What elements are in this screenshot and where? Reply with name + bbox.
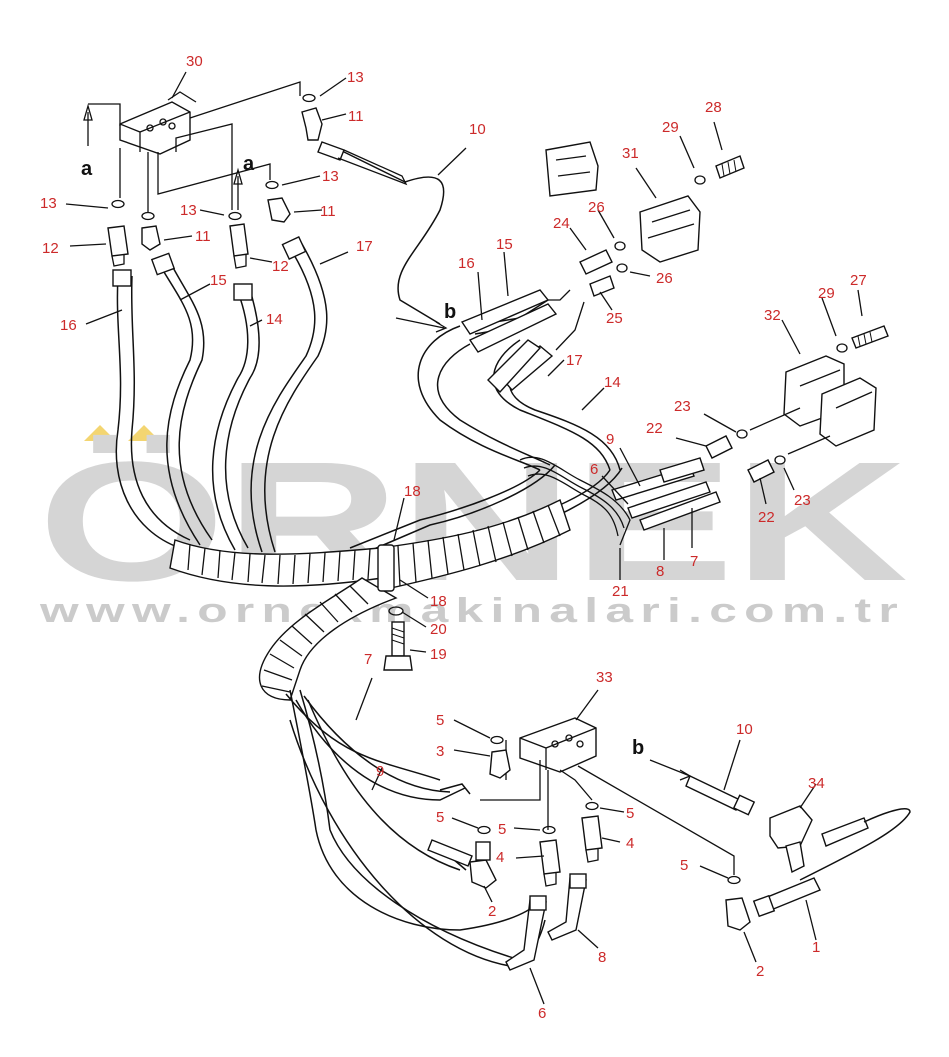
callout-14: 14 bbox=[604, 374, 621, 391]
left-hose-bundle bbox=[115, 243, 328, 553]
upper-right-hoses bbox=[460, 289, 558, 394]
callout-1: 1 bbox=[812, 939, 820, 956]
elbow-fittings bbox=[141, 107, 323, 251]
callout-18: 18 bbox=[430, 593, 447, 610]
spiral-wrap bbox=[169, 499, 571, 701]
callout-10: 10 bbox=[469, 121, 486, 138]
view-arrow-a bbox=[83, 103, 93, 146]
callout-33: 33 bbox=[596, 669, 613, 686]
callout-5: 5 bbox=[436, 712, 444, 729]
callout-16: 16 bbox=[458, 255, 475, 272]
view-letters: a a b b bbox=[81, 153, 644, 759]
callout-7: 7 bbox=[690, 553, 698, 570]
clamp-21 bbox=[519, 456, 631, 546]
callout-17: 17 bbox=[566, 352, 583, 369]
callout-22: 22 bbox=[646, 420, 663, 437]
callout-29: 29 bbox=[662, 119, 679, 136]
view-arrow-a bbox=[233, 167, 243, 210]
callout-13: 13 bbox=[322, 168, 339, 185]
callout-34: 34 bbox=[808, 775, 825, 792]
hose-end-fittings bbox=[112, 236, 307, 301]
callout-17: 17 bbox=[356, 238, 373, 255]
callout-12: 12 bbox=[42, 240, 59, 257]
lower-fittings bbox=[469, 749, 751, 931]
callout-4: 4 bbox=[626, 835, 634, 852]
callout-13: 13 bbox=[40, 195, 57, 212]
callout-32: 32 bbox=[764, 307, 781, 324]
callout-29: 29 bbox=[818, 285, 835, 302]
watermark: ÖRNEK www.ornekmakinalari.com.tr bbox=[38, 425, 908, 630]
callout-6: 6 bbox=[538, 1005, 546, 1022]
callout-19: 19 bbox=[430, 646, 447, 663]
view-letter-b: b bbox=[632, 737, 644, 759]
callout-11: 11 bbox=[320, 203, 336, 220]
watermark-url: www.ornekmakinalari.com.tr bbox=[39, 592, 905, 630]
callout-5: 5 bbox=[436, 809, 444, 826]
check-valves-12 bbox=[107, 223, 249, 269]
callout-31: 31 bbox=[622, 145, 639, 162]
valve-block-30 bbox=[119, 91, 197, 155]
callout-9: 9 bbox=[376, 763, 384, 780]
line-art bbox=[83, 81, 911, 971]
callout-7: 7 bbox=[364, 651, 372, 668]
callout-23: 23 bbox=[674, 398, 691, 415]
callout-16: 16 bbox=[60, 317, 77, 334]
callout-4: 4 bbox=[496, 849, 504, 866]
callout-8: 8 bbox=[656, 563, 664, 580]
view-letter-b: b bbox=[444, 301, 456, 323]
callout-8: 8 bbox=[598, 949, 606, 966]
callout-26: 26 bbox=[588, 199, 605, 216]
callout-6: 6 bbox=[590, 461, 598, 478]
callout-10: 10 bbox=[736, 721, 753, 738]
adapters-22 bbox=[705, 435, 775, 483]
callout-13: 13 bbox=[180, 202, 197, 219]
bolt-19 bbox=[383, 621, 413, 671]
callout-27: 27 bbox=[850, 272, 867, 289]
callout-13: 13 bbox=[347, 69, 364, 86]
callout-22: 22 bbox=[758, 509, 775, 526]
right-hose-bundle bbox=[349, 299, 623, 579]
valve-block-33 bbox=[519, 717, 597, 773]
valve-34-assembly bbox=[685, 775, 911, 918]
callout-30: 30 bbox=[186, 53, 203, 70]
callout-2: 2 bbox=[756, 963, 764, 980]
callout-12: 12 bbox=[272, 258, 289, 275]
callout-24: 24 bbox=[553, 215, 570, 232]
view-letter-a: a bbox=[81, 158, 93, 180]
callout-5: 5 bbox=[626, 805, 634, 822]
watermark-brand: ÖRNEK bbox=[38, 427, 908, 617]
watermark-logo-accent bbox=[128, 425, 160, 441]
callout-21: 21 bbox=[612, 583, 629, 600]
callout-5: 5 bbox=[498, 821, 506, 838]
o-rings bbox=[111, 93, 848, 885]
callout-18: 18 bbox=[404, 483, 421, 500]
view-letter-a: a bbox=[243, 153, 255, 175]
callout-23: 23 bbox=[794, 492, 811, 509]
callout-28: 28 bbox=[705, 99, 722, 116]
leader-lines bbox=[65, 71, 863, 1005]
callout-11: 11 bbox=[348, 108, 364, 125]
callout-5: 5 bbox=[680, 857, 688, 874]
callout-26: 26 bbox=[656, 270, 673, 287]
right-hoses-6-9 bbox=[611, 457, 721, 531]
callout-9: 9 bbox=[606, 431, 614, 448]
callout-11: 11 bbox=[195, 228, 211, 245]
callout-3: 3 bbox=[436, 743, 444, 760]
callout-15: 15 bbox=[496, 236, 513, 253]
watermark-logo-accent bbox=[84, 425, 116, 441]
callout-20: 20 bbox=[430, 621, 447, 638]
callout-15: 15 bbox=[210, 272, 227, 289]
callout-25: 25 bbox=[606, 310, 623, 327]
callout-2: 2 bbox=[488, 903, 496, 920]
callout-14: 14 bbox=[266, 311, 283, 328]
valve-block-31 bbox=[545, 141, 745, 297]
callout-numbers: 30 13 11 10 13 13 13 11 11 12 12 17 15 1… bbox=[40, 53, 867, 1022]
hose-10 bbox=[339, 149, 445, 325]
